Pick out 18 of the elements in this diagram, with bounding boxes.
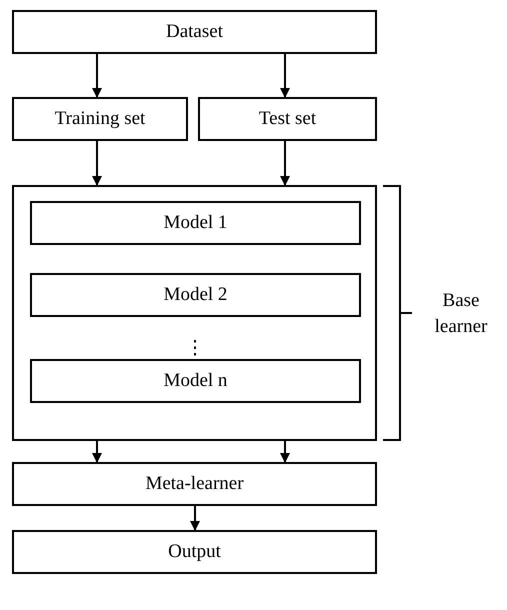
group-box: [12, 185, 377, 441]
process-box: Model 2: [30, 273, 361, 317]
process-box: Model 1: [30, 201, 361, 245]
process-box: Model n: [30, 359, 361, 403]
process-box: Dataset: [12, 10, 377, 54]
ellipsis-dots: ⋮: [184, 337, 206, 361]
arrow: [92, 54, 102, 98]
arrow: [92, 441, 102, 463]
arrow: [190, 506, 200, 531]
process-box: Test set: [198, 97, 377, 141]
arrow: [280, 141, 290, 186]
process-box: Meta-learner: [12, 462, 377, 506]
process-box: Output: [12, 530, 377, 574]
bracket-label: Base learner: [434, 289, 488, 339]
arrow: [280, 441, 290, 463]
arrow: [92, 141, 102, 186]
arrow: [280, 54, 290, 98]
process-box: Training set: [12, 97, 188, 141]
